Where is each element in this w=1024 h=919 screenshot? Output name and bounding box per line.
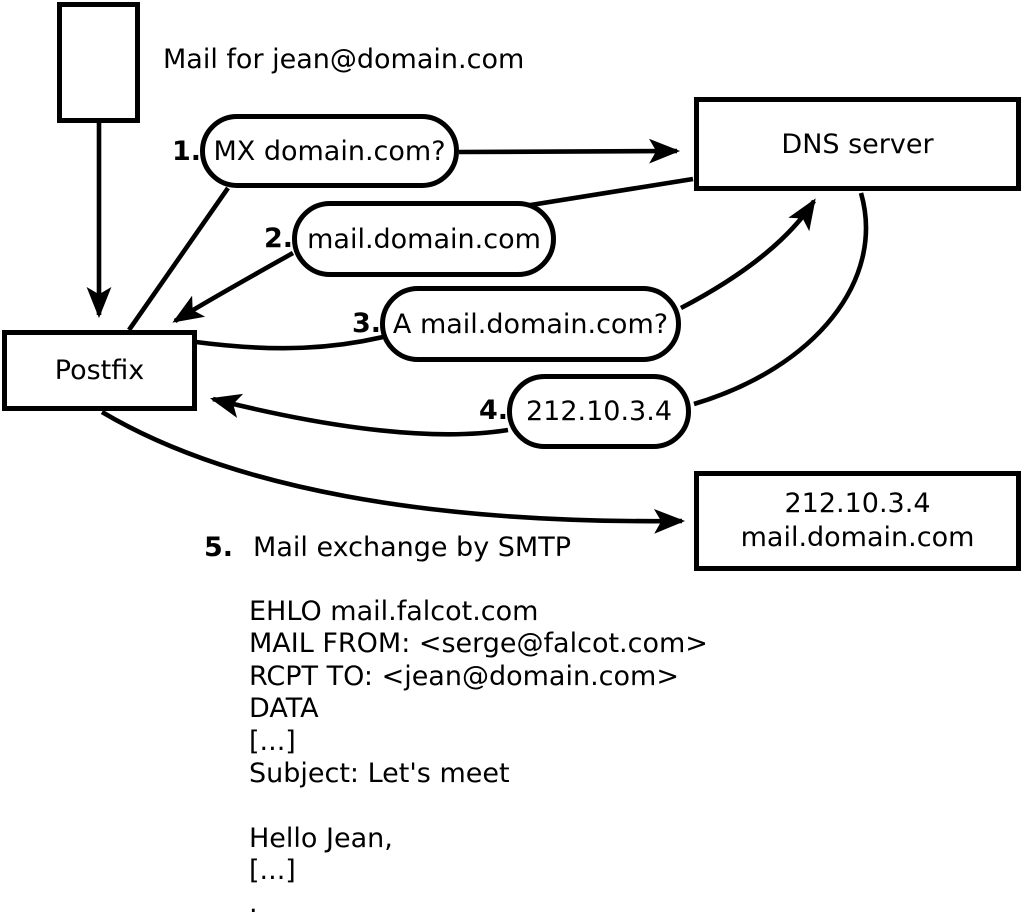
mail-for-annotation: Mail for jean@domain.com xyxy=(163,44,525,75)
smtp-exchange-label: Mail exchange by SMTP xyxy=(253,532,571,563)
line-dns-to-mx-answer xyxy=(511,176,694,211)
postfix-node: Postfix xyxy=(2,330,197,411)
a-answer-pill: 212.10.3.4 xyxy=(507,374,691,449)
mx-query-label: MX domain.com? xyxy=(213,135,446,167)
arrow-mx-answer-to-postfix xyxy=(172,250,295,323)
step-2-number: 2. xyxy=(263,223,293,254)
line-postfix-to-a-query xyxy=(195,334,384,351)
postfix-label: Postfix xyxy=(54,355,145,386)
line-postfix-to-mx-query xyxy=(127,186,230,332)
step-1-number: 1. xyxy=(171,136,201,167)
dns-server-label: DNS server xyxy=(781,128,934,160)
a-query-label: A mail.domain.com? xyxy=(392,308,669,340)
smtp-session-text: EHLO mail.falcot.com MAIL FROM: <serge@f… xyxy=(249,596,708,919)
arrow-postfix-to-mail-server xyxy=(100,410,686,534)
arrow-mx-query-to-dns xyxy=(458,138,681,164)
dns-server-node: DNS server xyxy=(694,97,1021,191)
a-answer-label: 212.10.3.4 xyxy=(526,396,672,427)
mx-answer-label: mail.domain.com xyxy=(307,223,541,255)
line-dns-to-a-answer xyxy=(693,192,869,407)
message-envelope xyxy=(57,2,140,123)
step-4-number: 4. xyxy=(478,395,508,426)
step-3-number: 3. xyxy=(351,308,381,339)
arrow-a-query-to-dns xyxy=(679,198,816,311)
mail-server-node: 212.10.3.4 mail.domain.com xyxy=(694,471,1021,571)
arrow-a-answer-to-postfix xyxy=(209,393,509,437)
mx-answer-pill: mail.domain.com xyxy=(292,201,556,277)
step-5-number: 5. xyxy=(204,532,234,563)
mail-server-host: mail.domain.com xyxy=(740,522,975,553)
a-query-pill: A mail.domain.com? xyxy=(380,286,681,362)
mx-query-pill: MX domain.com? xyxy=(200,114,459,188)
smtp-exchange-step: 5. Mail exchange by SMTP xyxy=(204,532,571,563)
mail-server-ip: 212.10.3.4 xyxy=(784,488,931,519)
